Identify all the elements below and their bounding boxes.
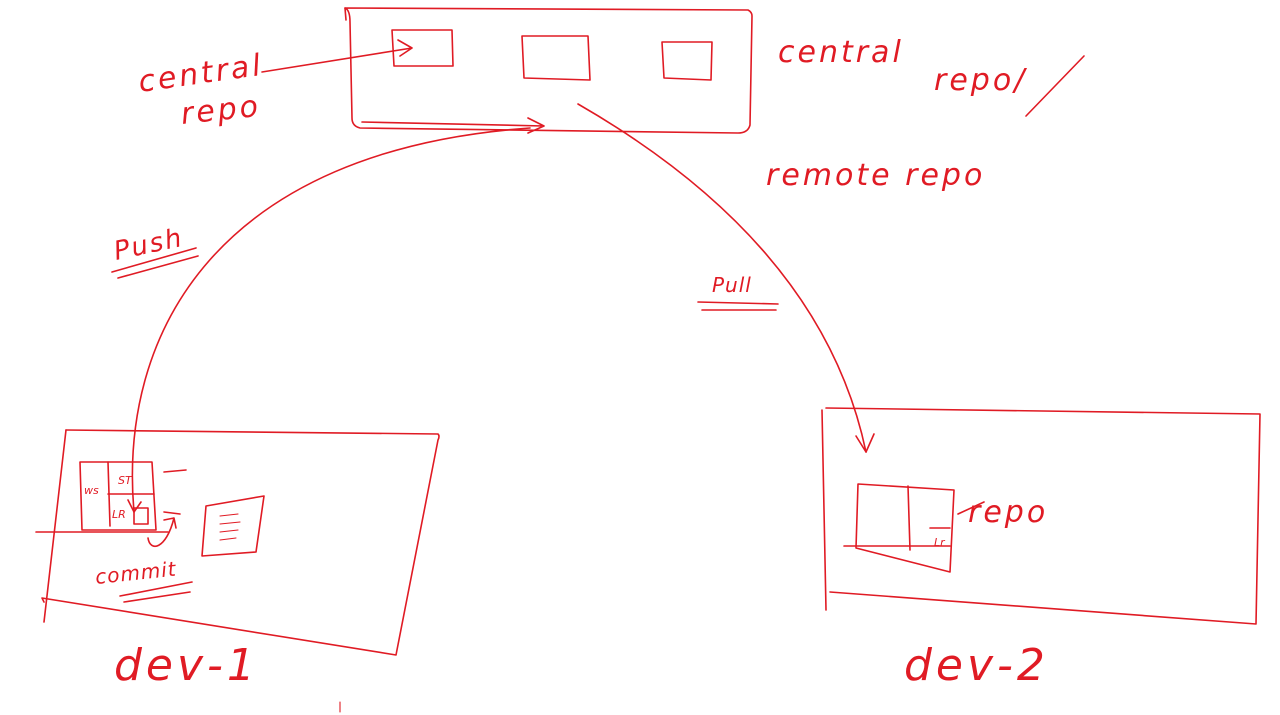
commit-underline-1 <box>119 581 193 597</box>
dev1-label-lr: LR <box>112 508 126 521</box>
dev1-label-ws: ws <box>84 484 99 497</box>
central-repo-files <box>391 29 713 81</box>
label-repo: repo <box>968 495 1048 530</box>
central-repo-pointer-arrow <box>261 39 413 73</box>
label-remote-repo: remote repo <box>766 158 985 193</box>
dev1-label-st: ST <box>118 474 133 487</box>
dev2-box <box>821 407 1261 625</box>
label-dev1: dev-1 <box>114 640 259 691</box>
dev1-local-repo: ws ST LR <box>35 461 187 533</box>
label-central-repo-left-2: repo <box>179 89 262 132</box>
label-dev2: dev-2 <box>904 640 1049 691</box>
push-arrow <box>127 127 531 513</box>
dev1-commit-file <box>147 495 265 557</box>
central-repo-box <box>344 7 753 134</box>
label-central-repo-right-1: central <box>778 35 904 70</box>
push-underline-1 <box>111 247 197 273</box>
commit-underline-2 <box>123 591 191 603</box>
dev2-label-lr: Lr <box>934 536 946 549</box>
pull-arrow <box>577 103 875 453</box>
push-underline-2 <box>117 255 199 279</box>
pull-underline-1 <box>697 301 779 305</box>
dev2-local-repo: Lr <box>843 483 985 573</box>
label-central-repo-right-2: repo/ <box>934 63 1027 98</box>
label-commit: commit <box>94 557 178 589</box>
label-push: Push <box>111 223 186 267</box>
central-repo-inner-arrow <box>361 117 545 134</box>
label-pull: Pull <box>712 273 752 297</box>
slash-mark <box>1025 55 1085 117</box>
dev1-box <box>41 429 440 656</box>
